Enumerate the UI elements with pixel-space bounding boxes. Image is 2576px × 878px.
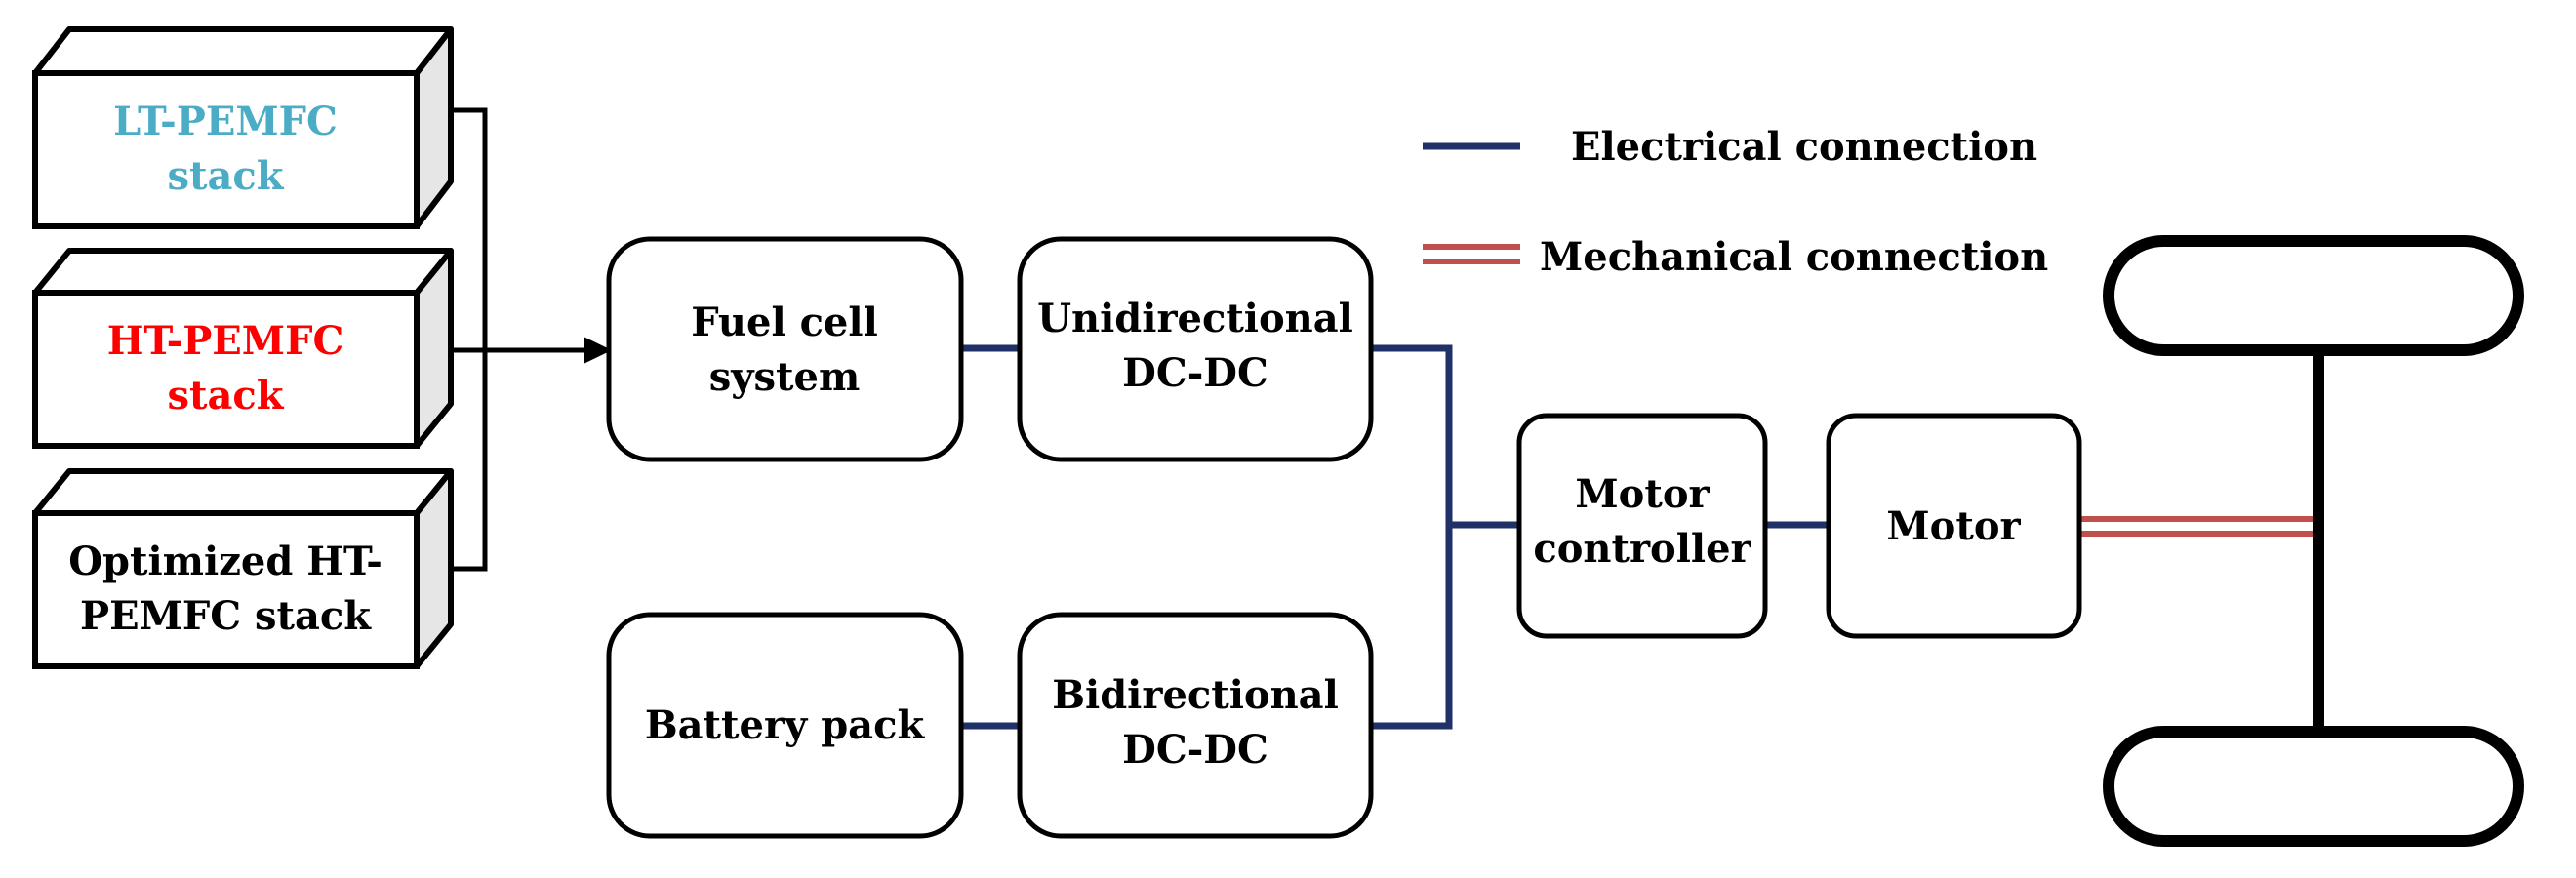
- block-label-line1: Motor: [1575, 471, 1710, 517]
- block-label-line2: DC-DC: [1122, 727, 1268, 773]
- legend-mechanical-label: Mechanical connection: [1540, 234, 2048, 280]
- block-frame: [1516, 413, 1768, 639]
- block-frame: [1017, 236, 1374, 462]
- mechanical-connection: [2079, 516, 2318, 537]
- stack-label-line2: stack: [168, 153, 285, 199]
- block-label: Motor: [1886, 503, 2021, 549]
- bidirectional-dcdc-block: Bidirectional DC-DC: [1017, 612, 1374, 839]
- block-label-line2: system: [709, 354, 861, 400]
- electrical-connections: [961, 344, 1829, 730]
- stack-label-line2: stack: [168, 373, 285, 419]
- battery-pack-block: Battery pack: [606, 612, 964, 839]
- legend: Electrical connection Mechanical connect…: [1423, 124, 2048, 280]
- stack-ht-pemfc: HT-PEMFC stack: [32, 248, 454, 449]
- stack-label-line1: HT-PEMFC: [107, 318, 344, 364]
- wheel-bottom: [2103, 726, 2524, 847]
- legend-electrical-label: Electrical connection: [1571, 124, 2037, 170]
- stack-label-line2: PEMFC stack: [80, 593, 372, 639]
- arrowhead-icon: [584, 337, 612, 364]
- block-frame: [1017, 612, 1374, 839]
- vehicle-axle: [2103, 235, 2524, 847]
- block-label-line1: Fuel cell: [691, 299, 878, 345]
- wheel-top: [2103, 235, 2524, 356]
- block-frame: [606, 612, 964, 839]
- stack-label-line1: LT-PEMFC: [113, 99, 338, 144]
- stack-lt-pemfc: LT-PEMFC stack: [32, 26, 454, 229]
- stack-front-face: [32, 510, 420, 669]
- stack-optimized-ht-pemfc: Optimized HT- PEMFC stack: [32, 468, 454, 669]
- stack-top-face: [32, 468, 454, 516]
- stack-top-face: [32, 248, 454, 296]
- motor-controller-block: Motor controller: [1516, 413, 1768, 639]
- block-frame: [606, 236, 964, 462]
- stack-bracket-connector: [451, 107, 488, 572]
- stack-front-face: [32, 70, 420, 229]
- block-label-line2: DC-DC: [1122, 350, 1268, 396]
- block-label-line1: Bidirectional: [1052, 672, 1339, 718]
- fuel-cell-system-block: Fuel cell system: [606, 236, 964, 462]
- block-label-line1: Unidirectional: [1037, 296, 1353, 341]
- block-label-line2: controller: [1533, 526, 1751, 572]
- stack-front-face: [32, 290, 420, 449]
- stack-top-face: [32, 26, 454, 76]
- block-frame: [1826, 413, 2082, 639]
- block-label: Battery pack: [645, 702, 926, 748]
- stack-label-line1: Optimized HT-: [68, 539, 382, 584]
- motor-block: Motor: [1826, 413, 2082, 639]
- unidirectional-dcdc-block: Unidirectional DC-DC: [1017, 236, 1374, 462]
- wire-dcdc-bus: [1371, 344, 1453, 730]
